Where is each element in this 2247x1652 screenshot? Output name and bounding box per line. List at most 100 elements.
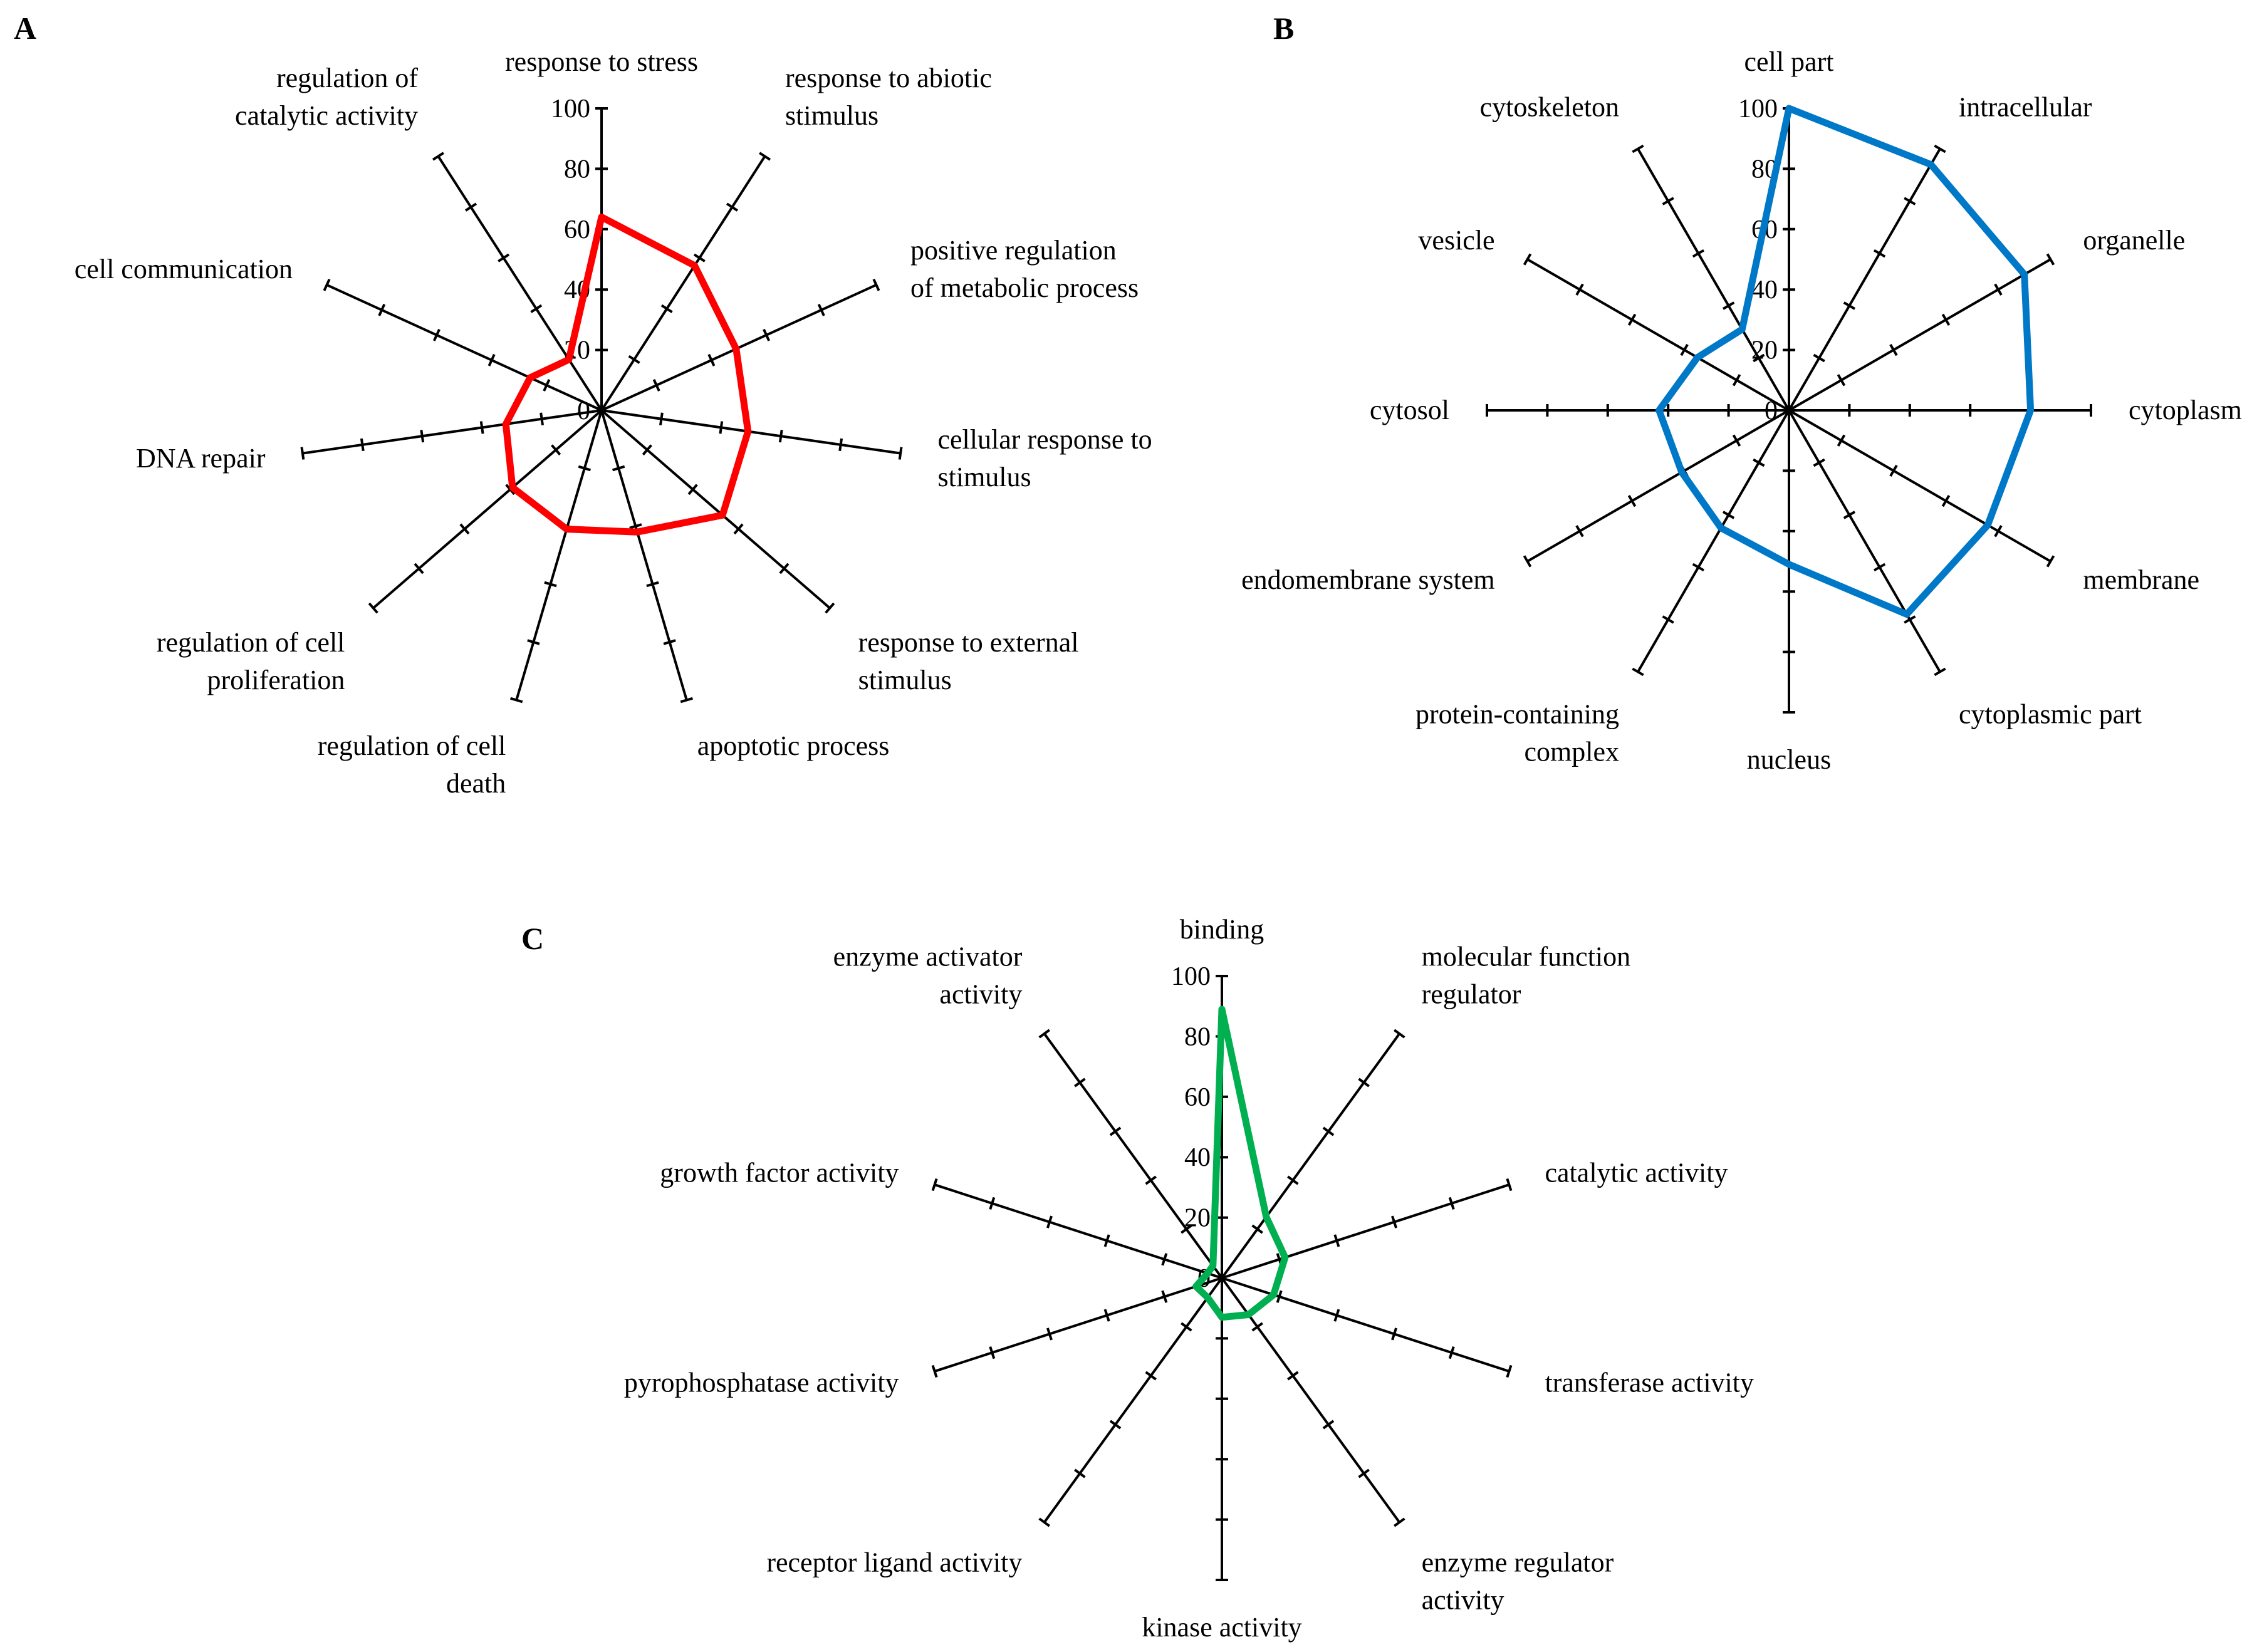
- radar-tick: [360, 438, 365, 452]
- radar-tick: [1627, 313, 1637, 326]
- radar-data-point: [1721, 527, 1722, 529]
- radar-data-point: [1681, 472, 1682, 473]
- radial-tick-label: 60: [1184, 1083, 1211, 1112]
- radar-tick: [1753, 353, 1765, 363]
- radar-data-point: [529, 377, 531, 378]
- radar-spoke: [437, 155, 603, 412]
- radar-data-point: [1221, 1317, 1223, 1318]
- radar-series-line: [1655, 105, 2035, 618]
- radar-tick: [1722, 511, 1735, 519]
- radar-tick: [931, 1364, 938, 1378]
- radar-tick: [1994, 283, 2003, 296]
- radar-tick: [1632, 144, 1644, 153]
- radar-data-point: [1931, 164, 1932, 165]
- radar-data-point: [568, 359, 570, 360]
- radar-tick: [1287, 1371, 1299, 1381]
- category-label: binding: [1180, 914, 1264, 945]
- radar-tick: [578, 465, 591, 472]
- category-label: intracellular: [1959, 92, 2092, 123]
- radar-data-point: [1788, 564, 1790, 565]
- radar-tick: [1837, 374, 1846, 387]
- radial-tick-label: 100: [1738, 95, 1778, 123]
- radar-tick: [1145, 1371, 1157, 1381]
- radar-spoke: [1221, 1032, 1400, 1279]
- radar-tick: [1904, 197, 1916, 205]
- radar-tick: [1333, 1309, 1340, 1322]
- radar-tick: [1680, 343, 1689, 356]
- radar-tick: [1722, 301, 1735, 310]
- radar-tick: [1251, 1224, 1263, 1234]
- radar-series-line: [1192, 1005, 1289, 1321]
- radar-data-point: [694, 265, 696, 266]
- radar-tick: [1109, 1126, 1122, 1136]
- radar-data-point: [1659, 410, 1660, 411]
- radar-tick: [872, 278, 880, 291]
- radar-spoke: [934, 1183, 1223, 1279]
- radar-tick: [323, 278, 331, 291]
- radar-data-point: [1906, 614, 1907, 615]
- radar-spoke: [600, 155, 766, 412]
- radar-tick: [825, 602, 835, 614]
- radar-data-point: [736, 348, 737, 350]
- radar-tick: [1813, 458, 1825, 467]
- category-label: vesicle: [1418, 225, 1494, 256]
- radar-tick: [1523, 253, 1532, 266]
- radar-tick: [368, 602, 378, 614]
- radar-data-point: [1741, 329, 1743, 330]
- radial-tick-label: 20: [1751, 336, 1778, 365]
- radar-tick: [1662, 615, 1674, 624]
- radial-tick-label: 80: [1184, 1022, 1211, 1051]
- radar-tick: [680, 697, 693, 704]
- radar-tick: [414, 563, 424, 574]
- category-label: cytoplasmic part: [1959, 699, 2142, 729]
- radar-data-point: [1196, 1286, 1197, 1287]
- radar-tick: [1448, 1346, 1455, 1359]
- radar-tick: [498, 253, 510, 262]
- radar-tick: [1109, 1420, 1122, 1430]
- radar-tick: [660, 304, 673, 313]
- radar-tick: [2046, 253, 2055, 266]
- radar-tick: [733, 523, 744, 535]
- radar-tick: [1038, 1029, 1050, 1039]
- radar-data-point: [2024, 274, 2025, 275]
- radar-spoke: [1637, 409, 1790, 673]
- radar-tick: [1941, 494, 1951, 507]
- category-label: apoptotic process: [697, 730, 890, 761]
- category-label: response to stress: [505, 46, 698, 77]
- panel-letter: B: [1273, 11, 1294, 46]
- radar-tick: [1575, 525, 1584, 538]
- radar-tick: [1843, 301, 1856, 310]
- category-label: growth factor activity: [660, 1158, 899, 1188]
- radar-spoke: [1788, 409, 2051, 563]
- radar-tick: [1145, 1175, 1157, 1185]
- radar-tick: [1276, 1290, 1283, 1303]
- radar-tick: [629, 523, 642, 529]
- radar-tick: [659, 412, 664, 425]
- radar-tick: [1873, 249, 1886, 258]
- radar-tick: [1358, 1078, 1370, 1088]
- radar-tick: [510, 697, 523, 704]
- category-label: receptor ligand activity: [766, 1547, 1022, 1578]
- radar-tick: [1732, 374, 1741, 387]
- radar-tick: [1103, 1234, 1110, 1247]
- radar-tick: [1391, 1327, 1398, 1341]
- category-label: cytoplasm: [2129, 395, 2242, 425]
- radar-tick: [726, 202, 738, 212]
- radar-spoke: [1526, 258, 1790, 412]
- radar-tick: [479, 421, 484, 434]
- radar-tick: [1046, 1215, 1053, 1229]
- radar-spoke: [600, 409, 831, 610]
- radar-tick: [1934, 144, 1946, 153]
- radial-tick-label: 0: [577, 397, 590, 425]
- radar-tick: [551, 444, 561, 455]
- radar-data-point: [637, 531, 638, 532]
- radar-data-point: [1248, 1314, 1249, 1316]
- radar-tick: [1103, 1309, 1110, 1322]
- category-label: cell part: [1744, 46, 1834, 77]
- category-label: nucleus: [1747, 744, 1831, 775]
